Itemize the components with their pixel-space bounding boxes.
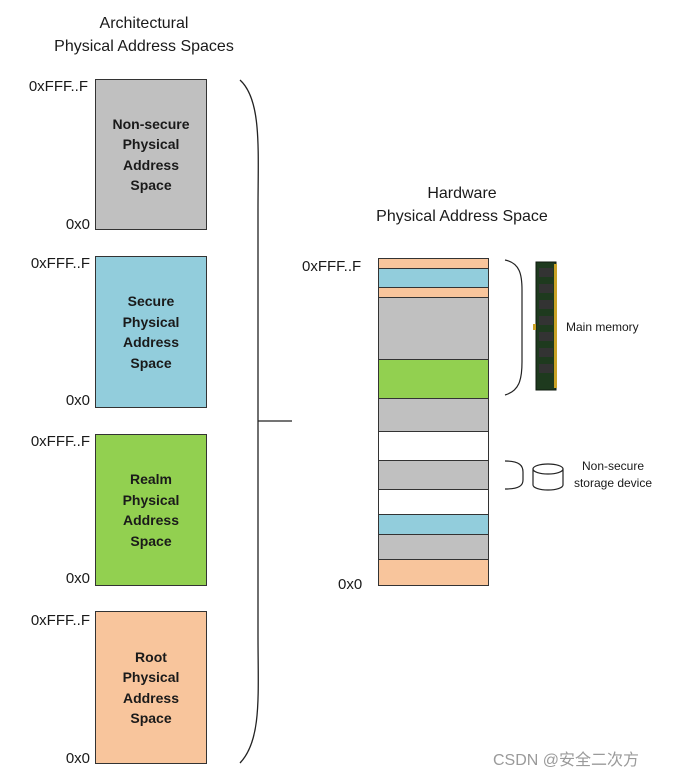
hw-title: Hardware Physical Address Space: [352, 182, 572, 228]
memory-module-icon: [533, 261, 557, 391]
nonsecure-label-line: Non-secure: [112, 115, 190, 132]
root-label-line: Root: [135, 648, 167, 665]
hw-segment-root: [379, 559, 488, 585]
hw-address-stack: [378, 258, 489, 586]
storage-device-label: Non-secure storage device: [566, 458, 660, 492]
hw-segment-nonsecure: [379, 297, 488, 359]
realm-label-line: Realm: [129, 471, 172, 487]
arch-title-line2: Physical Address Spaces: [54, 38, 234, 55]
hw-title-line2: Physical Address Space: [376, 208, 548, 225]
nonsecure-space-box: Non-secure Physical Address Space: [95, 79, 207, 230]
secure-top-address: 0xFFF..F: [30, 255, 90, 272]
hw-segment-realm: [379, 359, 488, 398]
hw-segment-nonsecure: [379, 534, 488, 559]
storage-brace: [504, 460, 524, 490]
storage-label-line2: storage device: [573, 476, 653, 490]
realm-label-line: Physical: [122, 491, 180, 508]
nonsecure-label-line: Address: [122, 156, 180, 173]
hw-title-line1: Hardware: [427, 185, 497, 202]
secure-space-label: Secure Physical Address Space: [123, 291, 180, 373]
realm-bottom-address: 0x0: [65, 570, 90, 587]
realm-space-label: Realm Physical Address Space: [123, 469, 180, 551]
root-space-label: Root Physical Address Space: [123, 647, 180, 729]
watermark-text: CSDN @安全二次方: [493, 752, 640, 769]
secure-label-line: Physical: [122, 313, 180, 330]
hw-segment-secure: [379, 268, 488, 287]
nonsecure-bottom-address: 0x0: [65, 216, 90, 233]
realm-label-line: Space: [130, 532, 172, 549]
secure-space-box: Secure Physical Address Space: [95, 256, 207, 408]
large-brace: [239, 79, 259, 764]
storage-disk-icon: [532, 463, 564, 491]
root-space-box: Root Physical Address Space: [95, 611, 207, 764]
main-memory-brace: [504, 259, 523, 396]
root-label-line: Address: [122, 689, 179, 706]
nonsecure-label-line: Physical: [122, 136, 180, 152]
secure-label-line: Secure: [127, 293, 175, 309]
hw-segment-nonsecure: [379, 460, 488, 489]
hw-bottom-address: 0x0: [338, 576, 363, 593]
arch-title-line1: Architectural: [99, 15, 189, 32]
hw-segment-nonsecure: [379, 398, 488, 431]
storage-label-line1: Non-secure: [581, 459, 645, 473]
hw-segment-secure: [379, 514, 488, 534]
secure-bottom-address: 0x0: [65, 392, 90, 409]
nonsecure-label-line: Space: [130, 177, 172, 193]
hw-segment-root: [379, 287, 488, 297]
hw-segment-unassigned: [379, 489, 488, 514]
main-memory-label: Main memory: [566, 320, 639, 334]
nonsecure-top-address: 0xFFF..F: [28, 78, 88, 95]
realm-label-line: Address: [122, 512, 179, 528]
nonsecure-space-label: Non-secure Physical Address Space: [112, 114, 189, 196]
root-label-line: Physical: [122, 669, 180, 685]
realm-top-address: 0xFFF..F: [30, 433, 90, 450]
secure-label-line: Space: [130, 354, 172, 371]
hw-segment-root: [379, 259, 488, 268]
root-bottom-address: 0x0: [65, 750, 90, 767]
hw-segment-unassigned: [379, 431, 488, 460]
arch-title: Architectural Physical Address Spaces: [34, 12, 254, 58]
root-label-line: Space: [130, 710, 172, 726]
secure-label-line: Address: [122, 334, 179, 350]
root-top-address: 0xFFF..F: [30, 612, 90, 629]
hw-top-address: 0xFFF..F: [302, 258, 362, 275]
realm-space-box: Realm Physical Address Space: [95, 434, 207, 586]
